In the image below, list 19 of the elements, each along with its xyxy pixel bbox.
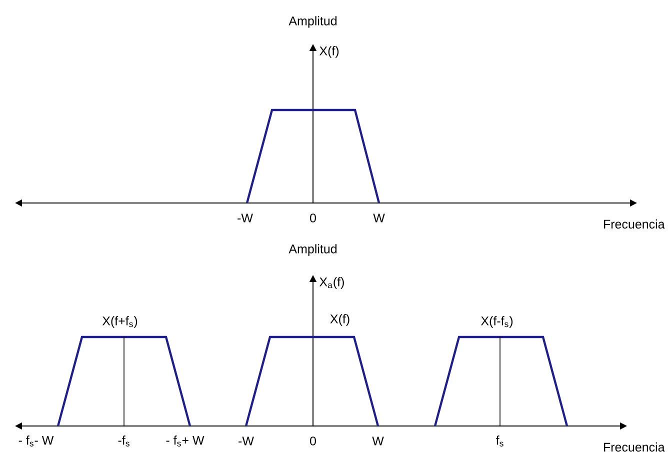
tick-label: W [372,436,384,446]
tick-label: -f$_{s}$ [118,436,130,446]
function-label: X(f) [320,46,339,58]
tick-label: 0 [310,436,316,446]
axis-label: Frecuencia [604,442,665,452]
function-label: X(f) [330,314,350,326]
function-label: X$_{a}$(f) [320,277,344,289]
tick-label: - f$_{s}$- W [18,436,54,446]
axis-label: Frecuencia [604,219,665,229]
function-label: X(f+f$_{s}$) [102,316,138,328]
tick-label: - f$_{s}$+ W [166,436,204,446]
function-label: X(f-f$_{s}$) [480,316,513,328]
tick-label: -W [238,214,253,222]
tick-label: f$_{s}$ [496,436,504,446]
axis-label: Amplitud [288,16,337,28]
tick-label: W [373,214,385,222]
tick-label: 0 [310,214,316,222]
axis-label: Amplitud [288,244,337,256]
tick-label: -W [238,436,254,446]
